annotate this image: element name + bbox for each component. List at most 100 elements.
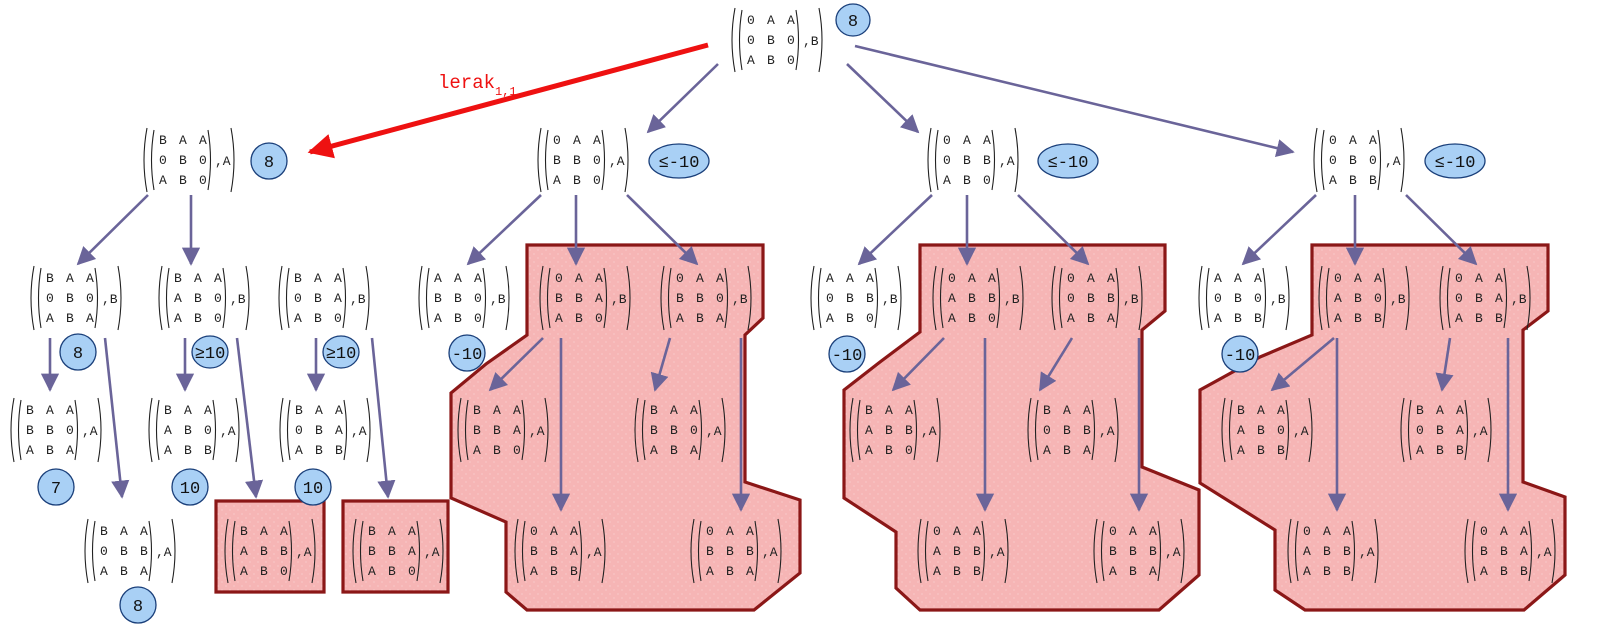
board-cell: A xyxy=(295,443,303,458)
move-label-text: lerak1,1 xyxy=(438,72,517,99)
board-cell: A xyxy=(1109,564,1117,579)
board-cell: B xyxy=(983,153,991,168)
board-cell: B xyxy=(1087,291,1095,306)
board-cell: 0 xyxy=(988,311,996,326)
board-cell: B xyxy=(388,564,396,579)
board-cell: A xyxy=(767,13,775,28)
board-cell: B xyxy=(885,423,893,438)
board-cell: B xyxy=(963,153,971,168)
value-text: ≥10 xyxy=(195,345,226,364)
board-cell: A xyxy=(408,544,416,559)
board-cell: A xyxy=(948,291,956,306)
board-cell: 0 xyxy=(1369,153,1377,168)
board-cell: B xyxy=(1354,291,1362,306)
board-cell: B xyxy=(670,423,678,438)
board-cell: B xyxy=(988,291,996,306)
board-cell: A xyxy=(595,291,603,306)
board-cell: A xyxy=(513,423,521,438)
move-label: lerak1,1 xyxy=(438,72,517,99)
board-cell: 0 xyxy=(553,133,561,148)
value-badge: -10 xyxy=(448,334,486,372)
board-cell: 0 xyxy=(1329,133,1337,148)
board-cell: B xyxy=(335,443,343,458)
board-cell: A xyxy=(726,524,734,539)
board-cell: B xyxy=(100,524,108,539)
value-badge: 10 xyxy=(171,468,209,506)
board-cell: 0 xyxy=(159,153,167,168)
board-cell: B xyxy=(1323,544,1331,559)
tree-edge xyxy=(103,337,130,499)
board-cell: 0 xyxy=(530,524,538,539)
board-cell: B xyxy=(1257,443,1265,458)
board-cell: A xyxy=(905,403,913,418)
board-cell: A xyxy=(86,271,94,286)
board-cell: B xyxy=(553,153,561,168)
tree-edge xyxy=(626,194,699,266)
board-cell: A xyxy=(846,271,854,286)
board-cell: A xyxy=(1129,524,1137,539)
board-cell: B xyxy=(493,423,501,438)
board-cell: A xyxy=(1416,443,1424,458)
value-badge: -10 xyxy=(1221,335,1259,373)
board-cell: A xyxy=(747,53,755,68)
board-cell: A xyxy=(1214,271,1222,286)
value-text: ≥10 xyxy=(326,345,357,364)
value-badge: 8 xyxy=(59,333,97,371)
pruned-region xyxy=(341,499,450,594)
board-cell: A xyxy=(706,564,714,579)
board-cell: A xyxy=(968,271,976,286)
tree-edge xyxy=(1038,337,1074,392)
board-cell: A xyxy=(746,564,754,579)
board-cell: 0 xyxy=(866,311,874,326)
board-cell: B xyxy=(1083,423,1091,438)
board-cell: 0 xyxy=(676,271,684,286)
board-cell: A xyxy=(787,13,795,28)
board-cell: A xyxy=(164,443,172,458)
turn-label: ,A xyxy=(215,154,231,169)
turn-label: ,A xyxy=(529,424,545,439)
board-cell: 0 xyxy=(204,423,212,438)
tree-edge xyxy=(370,337,396,499)
board-cell: 0 xyxy=(199,153,207,168)
board-cell: A xyxy=(553,173,561,188)
board-cell: A xyxy=(294,311,302,326)
turn-label: ,A xyxy=(424,545,440,560)
board-cell: B xyxy=(968,311,976,326)
board-cell: A xyxy=(1329,173,1337,188)
board-cell: B xyxy=(905,423,913,438)
board-cell: A xyxy=(1520,544,1528,559)
board-cell: B xyxy=(120,564,128,579)
board-cell: B xyxy=(314,291,322,306)
board-cell: B xyxy=(204,443,212,458)
board-cell: A xyxy=(826,311,834,326)
board-cell: A xyxy=(1495,291,1503,306)
board-cell: 0 xyxy=(294,291,302,306)
board-cell: A xyxy=(1480,564,1488,579)
tree-edge xyxy=(650,337,672,392)
board-cell: A xyxy=(885,403,893,418)
board-cell: B xyxy=(1234,311,1242,326)
board-cell: A xyxy=(1354,271,1362,286)
board-cell: A xyxy=(1149,524,1157,539)
board-cell: 0 xyxy=(593,173,601,188)
value-text: 10 xyxy=(180,480,200,499)
board-cell: A xyxy=(943,173,951,188)
value-badge: ≥10 xyxy=(191,335,229,369)
board-cell: A xyxy=(933,544,941,559)
board-cell: A xyxy=(670,403,678,418)
board-cell: 0 xyxy=(513,443,521,458)
board-cell: B xyxy=(454,291,462,306)
board-cell: B xyxy=(706,544,714,559)
